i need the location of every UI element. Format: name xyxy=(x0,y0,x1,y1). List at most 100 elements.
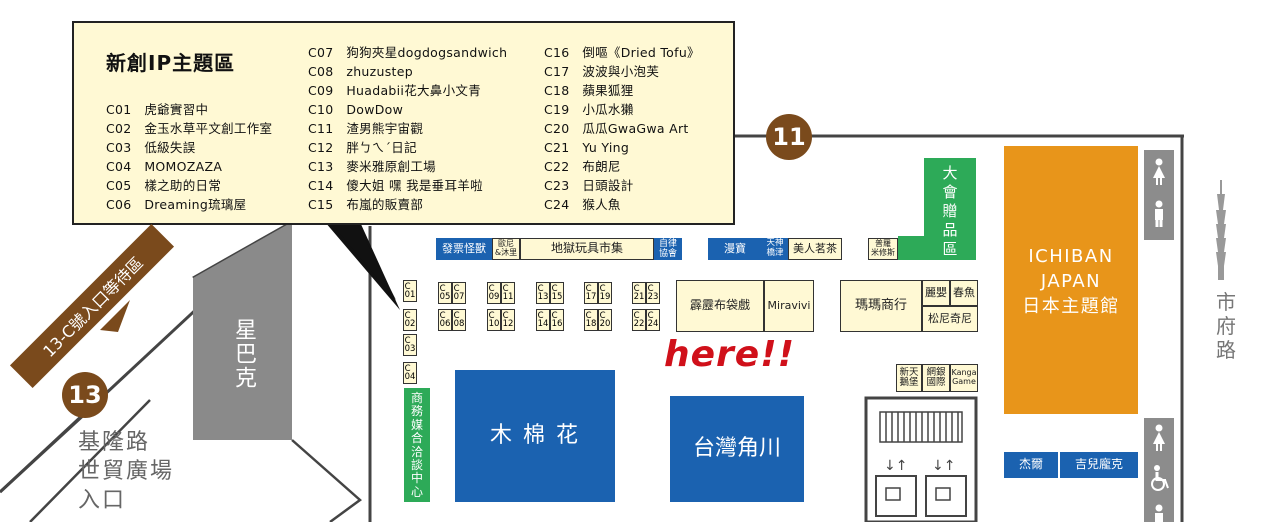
booth-mama: 瑪瑪商行 xyxy=(840,280,922,332)
legend-item: C01 虎爺實習中 xyxy=(106,102,209,117)
legend-item: C24 猴人魚 xyxy=(544,197,621,212)
gift-area-label: 大 會 贈 品 區 xyxy=(942,164,958,258)
starbucks-label: 星巴克 xyxy=(231,318,256,390)
booth-c20: C 20 xyxy=(598,309,612,331)
legend-col3: C16 倒嘔《Dried Tofu》 C17 波波與小泡芙 C18 蘋果狐狸 C… xyxy=(544,42,700,213)
booth-c07: C 07 xyxy=(452,282,466,304)
booth-c16: C 16 xyxy=(550,309,564,331)
keelung-entrance-label: 基隆路 世貿廣場 入口 xyxy=(78,430,175,513)
here-annotation: here!! xyxy=(664,334,796,375)
booth-c24: C 24 xyxy=(646,309,660,331)
svg-text:↓↑: ↓↑ xyxy=(932,458,955,474)
accessible-restroom-icon xyxy=(1151,465,1169,491)
booth-kadokawa: 台灣角川 xyxy=(670,396,804,502)
booth-jierpang: 吉兒龐克 xyxy=(1060,452,1138,478)
booth-c19: C 19 xyxy=(598,282,612,304)
male-restroom-icon xyxy=(1155,200,1163,227)
legend-item: C13 麥米雅原創工場 xyxy=(308,159,436,174)
legend-item: C23 日頭設計 xyxy=(544,178,634,193)
booth-c01: C 01 xyxy=(403,280,417,302)
booth-c15: C 15 xyxy=(550,282,564,304)
legend-item: C09 Huadabii花大鼻小文青 xyxy=(308,83,481,98)
legend-col2: C07 狗狗夾星dogdogsandwich C08 zhuzustep C09… xyxy=(308,42,507,213)
booth-self-assoc: 自律 協會 xyxy=(654,238,682,260)
booth-c05: C 05 xyxy=(438,282,452,304)
legend-box: 新創IP主題區 C01 虎爺實習中 C02 金玉水草平文創工作室 C03 低級失… xyxy=(72,21,735,225)
female-restroom-icon xyxy=(1153,424,1165,451)
legend-item: C08 zhuzustep xyxy=(308,64,413,79)
booth-tea: 美人茗茶 xyxy=(788,238,842,260)
booth-cotton: 木 棉 花 xyxy=(455,370,615,502)
booth-c11: C 11 xyxy=(501,282,515,304)
booth-liying: 麗嬰 xyxy=(922,280,950,306)
female-restroom-icon xyxy=(1153,158,1165,185)
elevator-area: ↓↑ ↓↑ xyxy=(875,411,967,517)
legend-item: C15 布嵐的販賣部 xyxy=(308,197,424,212)
booth-c03: C 03 xyxy=(403,334,417,356)
booth-c18: C 18 xyxy=(584,309,598,331)
gift-area-base xyxy=(898,236,976,260)
booth-c09: C 09 xyxy=(487,282,501,304)
waiting-arrow-icon xyxy=(100,300,130,332)
legend-item: C02 金玉水草平文創工作室 xyxy=(106,121,273,136)
legend-item: C06 Dreaming琉璃屋 xyxy=(106,197,247,212)
legend-col1: C01 虎爺實習中 C02 金玉水草平文創工作室 C03 低級失誤 C04 MO… xyxy=(106,99,272,213)
legend-item: C11 渣男熊宇宙觀 xyxy=(308,121,424,136)
booth-hell-toys: 地獄玩具市集 xyxy=(520,238,654,260)
booth-puluo: 普羅 米修斯 xyxy=(868,238,898,260)
starbucks-booth: 星巴克 xyxy=(194,290,292,440)
legend-item: C22 布朗尼 xyxy=(544,159,621,174)
booth-c23: C 23 xyxy=(646,282,660,304)
legend-item: C20 瓜瓜GwaGwa Art xyxy=(544,121,689,136)
business-center-label: 商 務 媒 合 洽 談 中 心 xyxy=(410,391,423,499)
business-center xyxy=(404,388,430,502)
legend-item: C10 DowDow xyxy=(308,102,404,117)
booth-c12: C 12 xyxy=(501,309,515,331)
legend-item: C17 波波與小泡芙 xyxy=(544,64,660,79)
booth-manbao: 漫寶 xyxy=(708,238,762,260)
legend-item: C21 Yu Ying xyxy=(544,140,630,155)
legend-item: C19 小瓜水獺 xyxy=(544,102,634,117)
legend-item: C16 倒嘔《Dried Tofu》 xyxy=(544,45,700,60)
booth-c06: C 06 xyxy=(438,309,452,331)
booth-c04: C 04 xyxy=(403,362,417,384)
booth-oshiri: 歐尼 &沐里 xyxy=(492,238,520,260)
legend-item: C18 蘋果狐狸 xyxy=(544,83,634,98)
legend-item: C03 低級失誤 xyxy=(106,140,196,155)
booth-ichiban: ICHIBAN JAPAN 日本主題館 xyxy=(1004,146,1138,414)
svg-text:↓↑: ↓↑ xyxy=(884,458,907,474)
booth-c21: C 21 xyxy=(632,282,646,304)
booth-c08: C 08 xyxy=(452,309,466,331)
booth-chunyu: 春魚 xyxy=(950,280,978,306)
booth-c17: C 17 xyxy=(584,282,598,304)
booth-c22: C 22 xyxy=(632,309,646,331)
booth-c10: C 10 xyxy=(487,309,501,331)
legend-item: C04 MOMOZAZA xyxy=(106,159,223,174)
gate-13-marker: 13 xyxy=(62,372,108,418)
legend-title: 新創IP主題區 xyxy=(106,51,236,75)
booth-xintian: 新天 鵝堡 xyxy=(896,364,922,392)
booth-miravivi: Miravivi xyxy=(764,280,814,332)
legend-item: C14 傻大姐 嘿 我是垂耳羊啦 xyxy=(308,178,483,193)
booth-sony: 松尼奇尼 xyxy=(922,306,978,332)
booth-thunder: 霹靂布袋戲 xyxy=(676,280,764,332)
booth-wangyin: 網銀 國際 xyxy=(922,364,950,392)
booth-c02: C 02 xyxy=(403,309,417,331)
legend-item: C12 胖ㄅㄟˊ日記 xyxy=(308,140,417,155)
booth-c14: C 14 xyxy=(536,309,550,331)
gate-13-label: 13 xyxy=(68,381,102,409)
male-restroom-icon xyxy=(1155,504,1163,522)
shifu-road-label: 市府路 xyxy=(1216,290,1236,362)
legend-item: C07 狗狗夾星dogdogsandwich xyxy=(308,45,508,60)
legend-item: C05 樣之助的日常 xyxy=(106,178,222,193)
booth-tianshen: 天神 橋津 xyxy=(762,238,788,260)
booth-jerry: 杰爾 xyxy=(1004,452,1058,478)
gate-11-marker: 11 xyxy=(766,114,812,160)
gate-11-label: 11 xyxy=(772,123,806,151)
booth-kanga: Kanga Game xyxy=(950,364,978,392)
booth-invoice-monster: 發票怪獸 xyxy=(436,238,492,260)
booth-c13: C 13 xyxy=(536,282,550,304)
taipei-101-icon xyxy=(1216,180,1226,280)
